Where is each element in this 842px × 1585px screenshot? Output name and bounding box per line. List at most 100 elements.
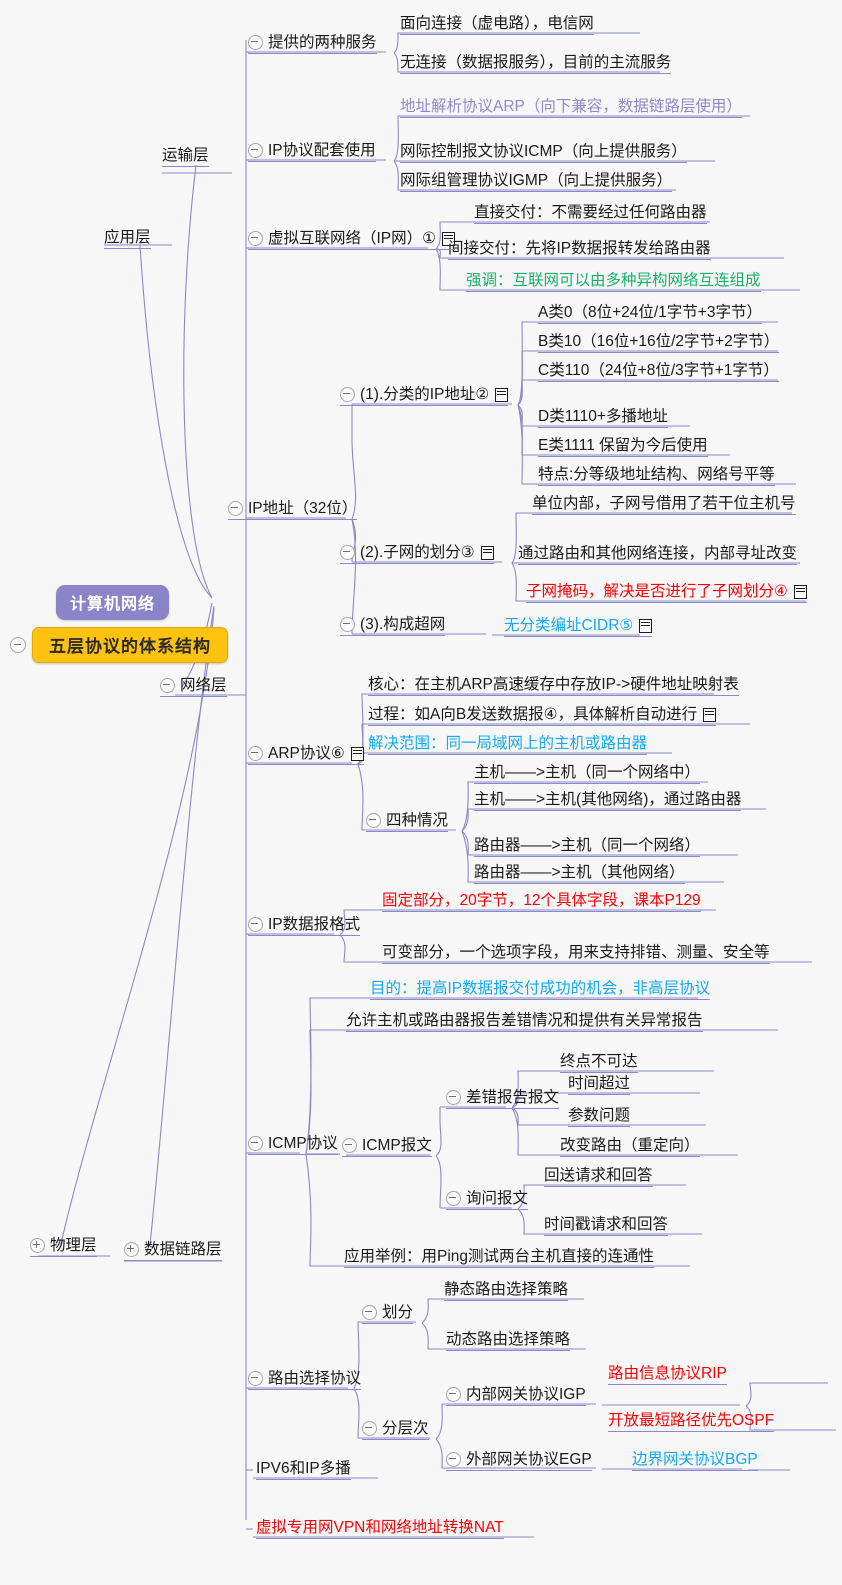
- leaf-four-cases-2[interactable]: 路由器——>主机（同一个网络）: [474, 836, 700, 855]
- branch-datalink-layer[interactable]: 数据链路层: [124, 1240, 222, 1259]
- leaf-routing-classification-0[interactable]: 静态路由选择策略: [444, 1280, 568, 1299]
- node-ip-companions[interactable]: IP协议配套使用: [248, 141, 376, 160]
- node-subnet-division[interactable]: (2).子网的划分③: [340, 543, 494, 562]
- leaf-igp-0[interactable]: 路由信息协议RIP: [608, 1364, 727, 1383]
- node-underline: [124, 1260, 222, 1261]
- leaf-virtual-internet-0[interactable]: 直接交付：不需要经过任何路由器: [474, 203, 707, 222]
- branch-transport-layer[interactable]: 运输层: [162, 146, 209, 165]
- minus-toggle-icon[interactable]: [446, 1387, 461, 1402]
- leaf-inquiry-1[interactable]: 时间戳请求和回答: [544, 1215, 668, 1234]
- leaf-four-cases-0[interactable]: 主机——>主机（同一个网络中）: [474, 763, 700, 782]
- leaf-two-services-1[interactable]: 无连接（数据报服务），目前的主流服务: [400, 53, 671, 72]
- node-routing-classification[interactable]: 划分: [362, 1303, 413, 1322]
- leaf-virtual-internet-1[interactable]: 间接交付：先将IP数据报转发给路由器: [448, 239, 711, 258]
- leaf-four-cases-3[interactable]: 路由器——>主机（其他网络）: [474, 863, 685, 882]
- minus-toggle-icon[interactable]: [362, 1305, 377, 1320]
- node-classful-ip[interactable]: (1).分类的IP地址②: [340, 385, 509, 404]
- node-arp[interactable]: ARP协议⑥: [248, 744, 364, 763]
- plus-toggle-icon[interactable]: [124, 1242, 139, 1257]
- leaf-icmp-example[interactable]: 应用举例：用Ping测试两台主机直接的连通性: [344, 1247, 654, 1266]
- minus-toggle-icon[interactable]: [446, 1191, 461, 1206]
- note-icon[interactable]: [495, 387, 509, 402]
- minus-toggle-icon[interactable]: [248, 143, 263, 158]
- node-ip-address[interactable]: IP地址（32位）: [228, 499, 357, 518]
- node-routing-hierarchy[interactable]: 分层次: [362, 1419, 429, 1438]
- node-egp[interactable]: 外部网关协议EGP: [446, 1450, 592, 1469]
- leaf-icmp-1[interactable]: 允许主机或路由器报告差错情况和提供有关异常报告: [346, 1011, 703, 1030]
- minus-toggle-icon[interactable]: [248, 231, 263, 246]
- leaf-classful-2[interactable]: C类110（24位+8位/3字节+1字节）: [538, 361, 779, 380]
- leaf-arp-1[interactable]: 过程：如A向B发送数据报④，具体解析自动进行: [368, 705, 717, 724]
- leaf-ip-companions-1[interactable]: 网际控制报文协议ICMP（向上提供服务）: [400, 142, 687, 161]
- mindmap-title-capsule[interactable]: 计算机网络: [56, 585, 170, 620]
- leaf-error-report-1[interactable]: 时间超过: [568, 1074, 630, 1093]
- minus-toggle-icon[interactable]: [228, 501, 243, 516]
- node-vpn-nat[interactable]: 虚拟专用网VPN和网络地址转换NAT: [256, 1518, 504, 1537]
- node-icmp-message[interactable]: ICMP报文: [342, 1136, 432, 1155]
- leaf-ip-companions-2[interactable]: 网际组管理协议IGMP（向上提供服务）: [400, 171, 672, 190]
- node-igp[interactable]: 内部网关协议IGP: [446, 1385, 586, 1404]
- minus-toggle-icon[interactable]: [340, 545, 355, 560]
- node-inquiry-message[interactable]: 询问报文: [446, 1189, 528, 1208]
- note-icon[interactable]: [442, 231, 456, 246]
- branch-network-layer[interactable]: 网络层: [160, 676, 227, 695]
- node-icmp[interactable]: ICMP协议: [248, 1134, 338, 1153]
- node-four-cases[interactable]: 四种情况: [366, 811, 448, 830]
- leaf-icmp-0[interactable]: 目的：提高IP数据报交付成功的机会，非高层协议: [370, 979, 710, 998]
- minus-toggle-icon[interactable]: [248, 917, 263, 932]
- leaf-classful-4[interactable]: E类1111 保留为今后使用: [538, 436, 708, 455]
- leaf-arp-0[interactable]: 核心：在主机ARP高速缓存中存放IP->硬件地址映射表: [368, 675, 739, 694]
- leaf-supernet-0[interactable]: 无分类编址CIDR⑤: [504, 616, 653, 635]
- leaf-four-cases-1[interactable]: 主机——>主机(其他网络)，通过路由器: [474, 790, 741, 809]
- leaf-subnet-1[interactable]: 通过路由和其他网络连接，内部寻址改变: [518, 544, 797, 563]
- note-icon[interactable]: [703, 707, 717, 722]
- mindmap-root-node[interactable]: 五层协议的体系结构: [32, 627, 228, 663]
- minus-toggle-icon[interactable]: [362, 1421, 377, 1436]
- branch-physical-layer[interactable]: 物理层: [30, 1236, 97, 1255]
- minus-toggle-icon[interactable]: [446, 1452, 461, 1467]
- note-icon[interactable]: [350, 746, 364, 761]
- note-icon[interactable]: [639, 618, 653, 633]
- leaf-subnet-2[interactable]: 子网掩码，解决是否进行了子网划分④: [526, 582, 807, 601]
- leaf-egp-0[interactable]: 边界网关协议BGP: [632, 1450, 758, 1469]
- leaf-subnet-0[interactable]: 单位内部，子网号借用了若干位主机号: [532, 494, 796, 513]
- leaf-routing-classification-1[interactable]: 动态路由选择策略: [446, 1330, 570, 1349]
- node-two-services[interactable]: 提供的两种服务: [248, 33, 377, 52]
- minus-toggle-icon[interactable]: [248, 35, 263, 50]
- leaf-ip-datagram-1[interactable]: 可变部分，一个选项字段，用来支持排错、测量、安全等: [382, 943, 770, 962]
- branch-application-layer[interactable]: 应用层: [104, 228, 151, 247]
- node-virtual-internet[interactable]: 虚拟互联网络（IP网）①: [248, 229, 456, 248]
- minus-toggle-icon[interactable]: [160, 678, 175, 693]
- leaf-classful-5[interactable]: 特点:分等级地址结构、网络号平等: [538, 465, 775, 484]
- leaf-arp-2[interactable]: 解决范围：同一局域网上的主机或路由器: [368, 734, 647, 753]
- leaf-classful-1[interactable]: B类10（16位+16位/2字节+2字节）: [538, 332, 779, 351]
- minus-toggle-icon[interactable]: [340, 617, 355, 632]
- leaf-virtual-internet-2[interactable]: 强调：互联网可以由多种异构网络互连组成: [466, 271, 761, 290]
- minus-toggle-icon[interactable]: [340, 387, 355, 402]
- leaf-error-report-2[interactable]: 参数问题: [568, 1106, 630, 1125]
- leaf-ip-companions-0[interactable]: 地址解析协议ARP（向下兼容，数据链路层使用）: [400, 97, 742, 116]
- minus-toggle-icon[interactable]: [248, 1371, 263, 1386]
- minus-toggle-icon[interactable]: [446, 1090, 461, 1105]
- leaf-ip-datagram-0[interactable]: 固定部分，20字节，12个具体字段，课本P129: [382, 891, 701, 910]
- leaf-error-report-3[interactable]: 改变路由（重定向）: [560, 1136, 700, 1155]
- root-collapse-toggle[interactable]: [10, 637, 26, 653]
- minus-toggle-icon[interactable]: [248, 746, 263, 761]
- leaf-classful-3[interactable]: D类1110+多播地址: [538, 407, 668, 426]
- minus-toggle-icon[interactable]: [366, 813, 381, 828]
- leaf-classful-0[interactable]: A类0（8位+24位/1字节+3字节）: [538, 303, 762, 322]
- node-routing-protocol[interactable]: 路由选择协议: [248, 1369, 361, 1388]
- plus-toggle-icon[interactable]: [30, 1238, 45, 1253]
- leaf-two-services-0[interactable]: 面向连接（虚电路），电信网: [400, 14, 594, 33]
- leaf-inquiry-0[interactable]: 回送请求和回答: [544, 1166, 653, 1185]
- leaf-igp-1[interactable]: 开放最短路径优先OSPF: [608, 1411, 774, 1430]
- node-ip-datagram-format[interactable]: IP数据报格式: [248, 915, 360, 934]
- note-icon[interactable]: [793, 584, 807, 599]
- note-icon[interactable]: [480, 545, 494, 560]
- node-supernet[interactable]: (3).构成超网: [340, 615, 445, 634]
- leaf-error-report-0[interactable]: 终点不可达: [560, 1052, 638, 1071]
- minus-toggle-icon[interactable]: [248, 1136, 263, 1151]
- node-ipv6-multicast[interactable]: IPV6和IP多播: [256, 1459, 351, 1478]
- node-error-report-message[interactable]: 差错报告报文: [446, 1088, 559, 1107]
- minus-toggle-icon[interactable]: [342, 1138, 357, 1153]
